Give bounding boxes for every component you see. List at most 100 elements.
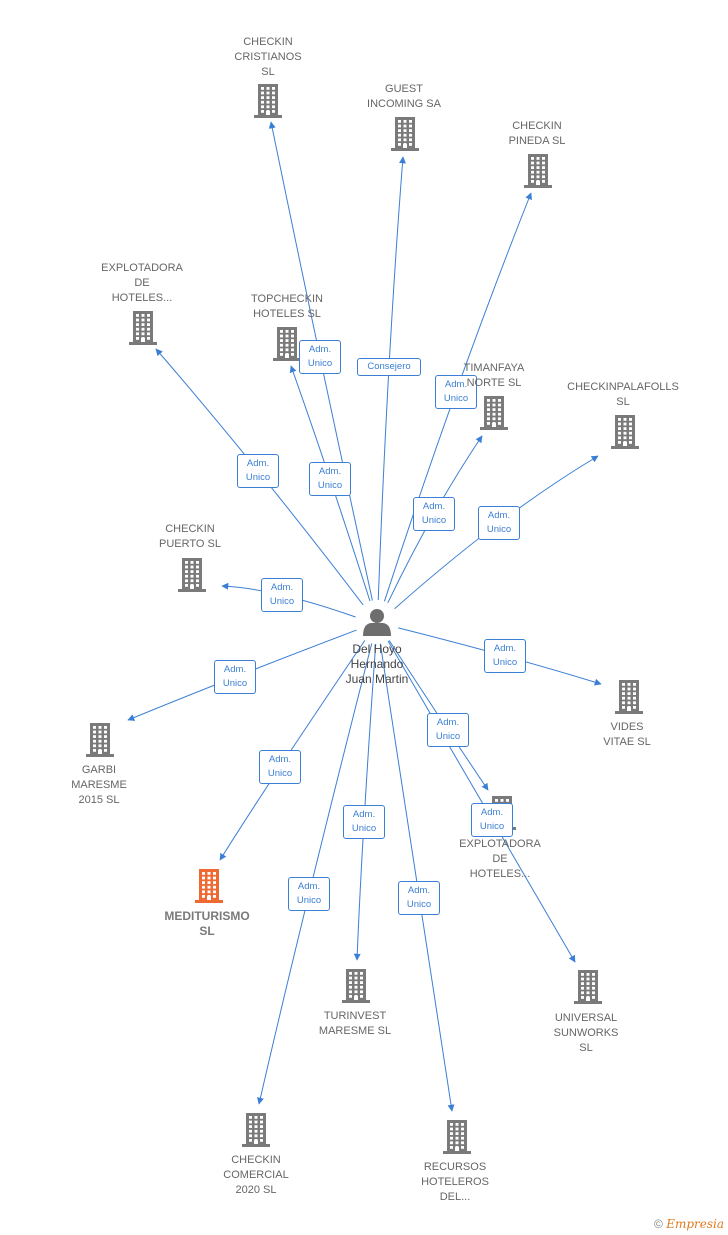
company-name-line: CHECKIN — [512, 120, 562, 132]
edge-label-text: Unico — [486, 524, 512, 535]
edge-label-vides-vitae[interactable]: Adm. Unico — [484, 639, 526, 673]
edge-label-text: Adm. — [487, 510, 511, 521]
company-name-explotadora-hoteles-1[interactable]: EXPLOTADORA DE HOTELES... — [101, 261, 183, 306]
company-name-line: SUNWORKS — [553, 1027, 619, 1039]
company-name-vides-vitae[interactable]: VIDES VITAE SL — [603, 720, 650, 750]
edge-line-guest-incoming — [377, 156, 406, 601]
edge-label-text: Unico — [307, 358, 333, 369]
center-person-name[interactable]: Del Hoyo Hernando Juan Martin — [346, 642, 409, 687]
building-icon-explotadora-hoteles-1[interactable] — [129, 311, 157, 345]
building-icon-vides-vitae[interactable] — [615, 680, 643, 714]
building-icon-checkin-puerto[interactable] — [178, 558, 206, 592]
edges-layer — [127, 121, 602, 1112]
company-name-recursos-hoteleros[interactable]: RECURSOS HOTELEROS DEL... — [421, 1160, 489, 1205]
company-name-line: HOTELES SL — [253, 308, 321, 320]
company-name-line: MARESME — [71, 779, 127, 791]
company-name-line: HOTELES... — [469, 868, 531, 880]
company-name-line: DE — [492, 853, 508, 865]
edge-label-checkin-puerto[interactable]: Adm.Unico — [261, 578, 303, 612]
company-name-line: GUEST — [385, 83, 423, 95]
edge-label-mediturismo[interactable]: Adm. Unico — [259, 750, 301, 784]
edge-label-garbi-maresme[interactable]: Adm.Unico — [214, 660, 256, 694]
edge-label-text: Unico — [267, 768, 293, 779]
edge-label-text: Adm. — [422, 501, 446, 512]
building-icon-timanfaya-norte[interactable] — [480, 396, 508, 430]
company-name-line: MARESME SL — [318, 1025, 392, 1037]
building-icon-checkin-pineda[interactable] — [524, 154, 552, 188]
edge-label-checkin-cristianos[interactable]: Adm.Unico — [299, 340, 341, 374]
copyright-symbol: © — [654, 1217, 663, 1231]
company-name-line: DE — [134, 277, 150, 289]
company-name-line: CHECKIN — [243, 36, 293, 48]
building-icon-checkinpalafolls[interactable] — [611, 415, 639, 449]
edge-label-explotadora-hoteles-2[interactable]: Adm.Unico — [427, 713, 469, 747]
company-name-line: EXPLOTADORA — [101, 262, 183, 274]
company-name-line: VITAE SL — [603, 736, 651, 748]
edge-label-text: Consejero — [367, 361, 411, 372]
edge-label-text: Unico — [492, 657, 518, 668]
building-icon-checkin-cristianos[interactable] — [254, 84, 282, 118]
company-name-line: CHECKINPALAFOLLS — [567, 381, 679, 393]
edge-label-text: Adm. — [352, 809, 376, 820]
company-name-turinvest-maresme[interactable]: TURINVEST MARESME SL — [319, 1009, 391, 1039]
edge-label-checkinpalafolls[interactable]: Adm. Unico — [478, 506, 520, 540]
edge-label-topcheckin-hoteles[interactable]: Adm.Unico — [309, 462, 351, 496]
company-name-line: DEL... — [439, 1191, 471, 1203]
edge-label-text: Adm. — [318, 466, 342, 477]
edge-label-text: Adm. — [246, 458, 270, 469]
building-icon-checkin-comercial[interactable] — [242, 1113, 270, 1147]
edge-label-text: Adm. — [493, 643, 517, 654]
company-name-line: HOTELES... — [111, 292, 173, 304]
company-name-line: PUERTO SL — [159, 538, 221, 550]
person-icon[interactable] — [363, 609, 391, 636]
edge-label-text: Adm. — [223, 664, 247, 675]
edge-label-text: Adm. — [268, 754, 292, 765]
company-name-line: HOTELEROS — [421, 1176, 489, 1188]
company-name-line: VIDES — [610, 721, 644, 733]
building-icon-turinvest-maresme[interactable] — [342, 969, 370, 1003]
edge-label-universal-sunworks[interactable]: Adm.Unico — [471, 803, 513, 837]
building-icon-guest-incoming[interactable] — [391, 117, 419, 151]
company-name-line: RECURSOS — [423, 1161, 487, 1173]
center-name-line-3: Juan Martin — [345, 672, 409, 686]
center-name-line-2: Hernando — [350, 657, 404, 671]
company-name-line: SL — [579, 1042, 593, 1054]
edge-label-guest-incoming[interactable]: Consejero — [357, 358, 421, 376]
company-name-line: TIMANFAYA — [463, 362, 525, 374]
building-icon-universal-sunworks[interactable] — [574, 970, 602, 1004]
edge-label-text: Unico — [245, 472, 271, 483]
company-name-line: TURINVEST — [323, 1010, 387, 1022]
company-name-explotadora-hoteles-2[interactable]: EXPLOTADORA DE HOTELES... — [459, 837, 541, 882]
edge-label-explotadora-hoteles-1[interactable]: Adm. Unico — [237, 454, 279, 488]
footer-brand[interactable]: © Empresia — [654, 1217, 724, 1231]
edge-label-timanfaya-norte[interactable]: Adm.Unico — [413, 497, 455, 531]
building-icon-topcheckin-hoteles[interactable] — [273, 327, 301, 361]
building-icon-garbi-maresme[interactable] — [86, 723, 114, 757]
company-name-line: GARBI — [81, 764, 117, 776]
edge-label-text: Unico — [443, 393, 469, 404]
edge-label-text: Adm. — [436, 717, 460, 728]
company-name-line: CHECKIN — [231, 1154, 281, 1166]
edge-label-text: Adm. — [270, 582, 294, 593]
company-name-line: SL — [616, 396, 630, 408]
building-icon-mediturismo[interactable] — [195, 869, 223, 903]
company-name-checkinpalafolls[interactable]: CHECKINPALAFOLLS SL — [567, 380, 679, 410]
company-name-line: 2020 SL — [235, 1184, 277, 1196]
edge-label-checkin-comercial[interactable]: Adm.Unico — [288, 877, 330, 911]
edge-label-turinvest-maresme[interactable]: Adm.Unico — [343, 805, 385, 839]
edge-label-recursos-hoteleros[interactable]: Adm.Unico — [398, 881, 440, 915]
edge-label-text: Adm. — [297, 881, 321, 892]
building-icon-recursos-hoteleros[interactable] — [443, 1120, 471, 1154]
edge-label-checkin-pineda[interactable]: Adm.Unico — [435, 375, 477, 409]
company-name-line: EXPLOTADORA — [459, 838, 541, 850]
